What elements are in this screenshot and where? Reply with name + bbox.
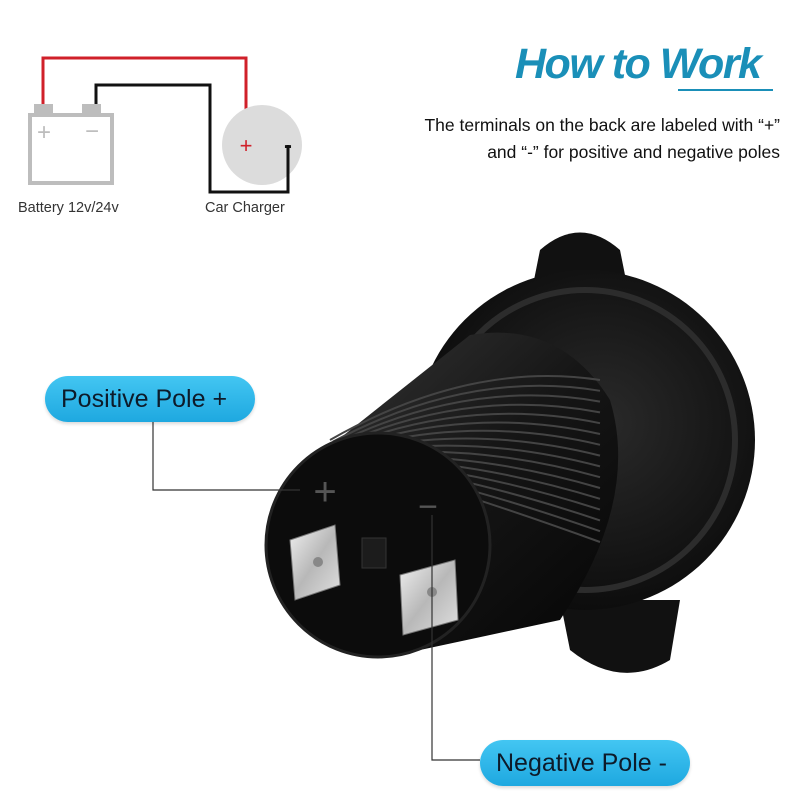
socket-rib bbox=[332, 384, 601, 443]
car-charger-icon bbox=[222, 105, 302, 185]
mounting-tab-bottom bbox=[560, 600, 680, 673]
positive-wire bbox=[41, 56, 248, 133]
face-plus-marking: + bbox=[313, 470, 336, 514]
positive-leader-line bbox=[152, 422, 300, 491]
socket-rib bbox=[334, 394, 601, 445]
description-line-2: and “-” for positive and negative poles bbox=[487, 142, 780, 162]
negative-wire bbox=[94, 83, 290, 194]
negative-pole-callout: Negative Pole - bbox=[480, 740, 690, 786]
face-minus-marking: − bbox=[418, 488, 438, 526]
negative-leader-line bbox=[431, 515, 480, 761]
charger-minus: - bbox=[284, 132, 292, 159]
positive-pole-callout: Positive Pole + bbox=[45, 376, 255, 422]
battery-minus: − bbox=[85, 118, 99, 145]
title-underline bbox=[678, 89, 773, 91]
battery-label: Battery 12v/24v bbox=[18, 200, 119, 216]
description-line-1: The terminals on the back are labeled wi… bbox=[424, 115, 780, 135]
socket-rib bbox=[329, 375, 601, 441]
negative-terminal bbox=[399, 559, 459, 636]
charger-label: Car Charger bbox=[205, 200, 285, 216]
charger-plus: + bbox=[240, 133, 253, 158]
page-title: How to Work bbox=[515, 40, 762, 88]
battery-plus: + bbox=[37, 119, 51, 146]
battery-icon bbox=[28, 104, 114, 185]
wiring-diagram: + − + - bbox=[28, 56, 302, 194]
